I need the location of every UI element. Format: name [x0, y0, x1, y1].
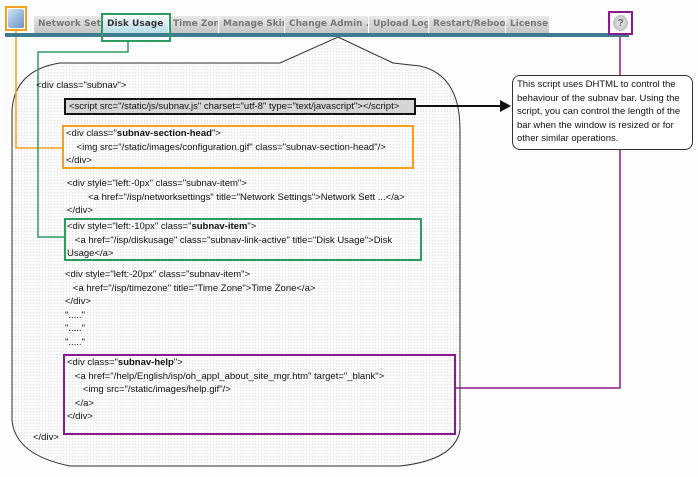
code-text: <div style="left:-10px" class=" — [67, 221, 192, 232]
code-text: </div> — [65, 296, 91, 307]
code-ellipsis: "....." — [65, 336, 85, 348]
code-text: <div class=" — [66, 128, 117, 139]
code-text: Usage</a> — [67, 248, 114, 259]
code-text: <div style="left:-0px" class="subnav-ite… — [67, 178, 247, 189]
section-head-code-box — [62, 125, 414, 169]
script-highlight — [64, 98, 416, 115]
code-item-network: <div style="left:-0px" class="subnav-ite… — [67, 177, 405, 218]
code-subnav-close: </div> — [33, 432, 59, 443]
code-class-name: subnav-help — [117, 357, 174, 368]
code-text: <img src="/static/images/configuration.g… — [66, 141, 386, 153]
help-code-box — [63, 354, 456, 435]
code-section-head: <div class="subnav-section-head"> <img s… — [66, 127, 386, 168]
code-subnav-help: <div class="subnav-help"> <a href="/help… — [67, 356, 384, 424]
code-class-name: subnav-section-head — [116, 128, 212, 139]
code-text: "> — [211, 128, 221, 139]
code-class-name: subnav-item — [191, 221, 248, 232]
arrow-head — [500, 100, 511, 112]
code-text: </div> — [67, 205, 93, 216]
help-highlight — [608, 11, 633, 35]
orange-connector — [15, 31, 62, 149]
help-question-icon[interactable]: ? — [613, 15, 628, 31]
tab-upload-logo[interactable]: Upload Logo — [368, 16, 436, 33]
code-ellipsis: "....." — [65, 309, 85, 321]
code-item-disk-usage: <div style="left:-10px" class="subnav-it… — [67, 220, 392, 261]
tab-time-zone[interactable]: Time Zone — [168, 16, 226, 33]
code-text: <div class=" — [67, 357, 118, 368]
code-ellipsis: "....." — [65, 323, 85, 334]
code-text: <a href="/isp/timezone" title="Time Zone… — [65, 282, 316, 294]
subnav-bar — [5, 33, 629, 37]
code-text: </a> — [67, 397, 94, 409]
tab-network-settings[interactable]: Network Sett ... — [33, 16, 119, 33]
code-text: "> — [247, 221, 257, 232]
code-script: <script src="/static/js/subnav.js" chars… — [69, 101, 400, 112]
code-text: <div style="left:-20px" class="subnav-it… — [65, 269, 251, 280]
code-text: <a href="/isp/diskusage" class="subnav-l… — [67, 234, 393, 246]
disk-usage-highlight — [101, 13, 171, 42]
disk-usage-code-box — [64, 218, 422, 261]
code-text: "> — [173, 357, 183, 368]
tab-restart-reboot[interactable]: Restart/Reboot — [428, 16, 510, 33]
configuration-icon — [8, 9, 24, 28]
script-note-callout: This script uses DHTML to control the be… — [512, 75, 693, 150]
callout-shape — [11, 36, 461, 467]
code-text: </div> — [66, 155, 92, 166]
code-item-time-zone: <div style="left:-20px" class="subnav-it… — [65, 268, 315, 349]
green-connector — [37, 42, 129, 238]
code-text: <a href="/help/English/isp/oh_appl_about… — [67, 370, 385, 382]
tab-manage-skins[interactable]: Manage Skins — [218, 16, 294, 33]
code-text: <img src="/static/images/help.gif"/> — [67, 384, 231, 395]
tab-license[interactable]: License — [505, 16, 549, 33]
section-head-highlight — [5, 6, 27, 31]
code-subnav-open: <div class="subnav"> — [36, 80, 127, 91]
code-text: </div> — [67, 411, 93, 422]
tab-change-admin[interactable]: Change Admin ... — [284, 16, 376, 33]
purple-connector — [455, 34, 621, 389]
code-text: <a href="/isp/networksettings" title="Ne… — [67, 191, 405, 203]
